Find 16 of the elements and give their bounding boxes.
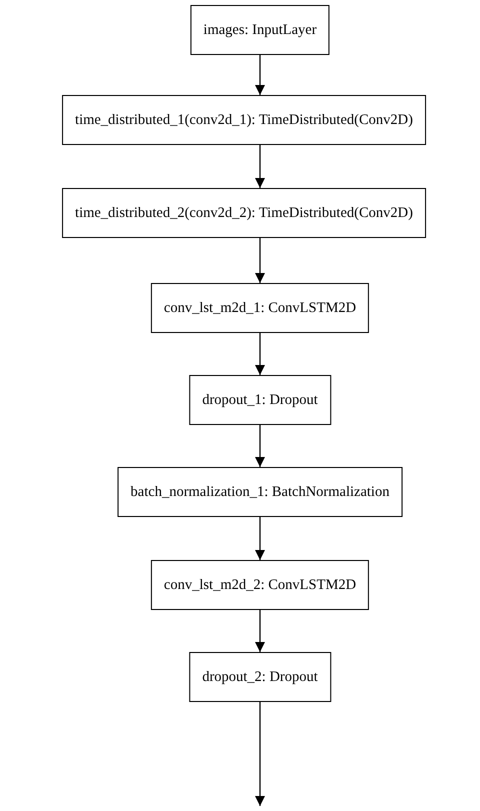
arrow	[255, 238, 265, 283]
layer-box: dropout_1: Dropout	[189, 375, 331, 425]
arrow	[255, 517, 265, 560]
arrow	[255, 55, 265, 95]
arrow	[255, 702, 265, 806]
arrow	[255, 145, 265, 188]
layer-box: dropout_2: Dropout	[189, 652, 331, 702]
layer-box: conv_lst_m2d_1: ConvLSTM2D	[150, 283, 370, 333]
arrow	[255, 425, 265, 467]
layer-box: time_distributed_1(conv2d_1): TimeDistributed(Conv2D)	[62, 95, 426, 145]
layer-box: conv_lst_m2d_2: ConvLSTM2D	[150, 560, 370, 610]
layer-box: time_distributed_2(conv2d_2): TimeDistributed(Conv2D)	[62, 188, 426, 238]
arrow	[255, 333, 265, 375]
layer-box: images: InputLayer	[190, 5, 330, 55]
layer-box: batch_normalization_1: BatchNormalization	[118, 467, 402, 517]
arrow	[255, 610, 265, 652]
